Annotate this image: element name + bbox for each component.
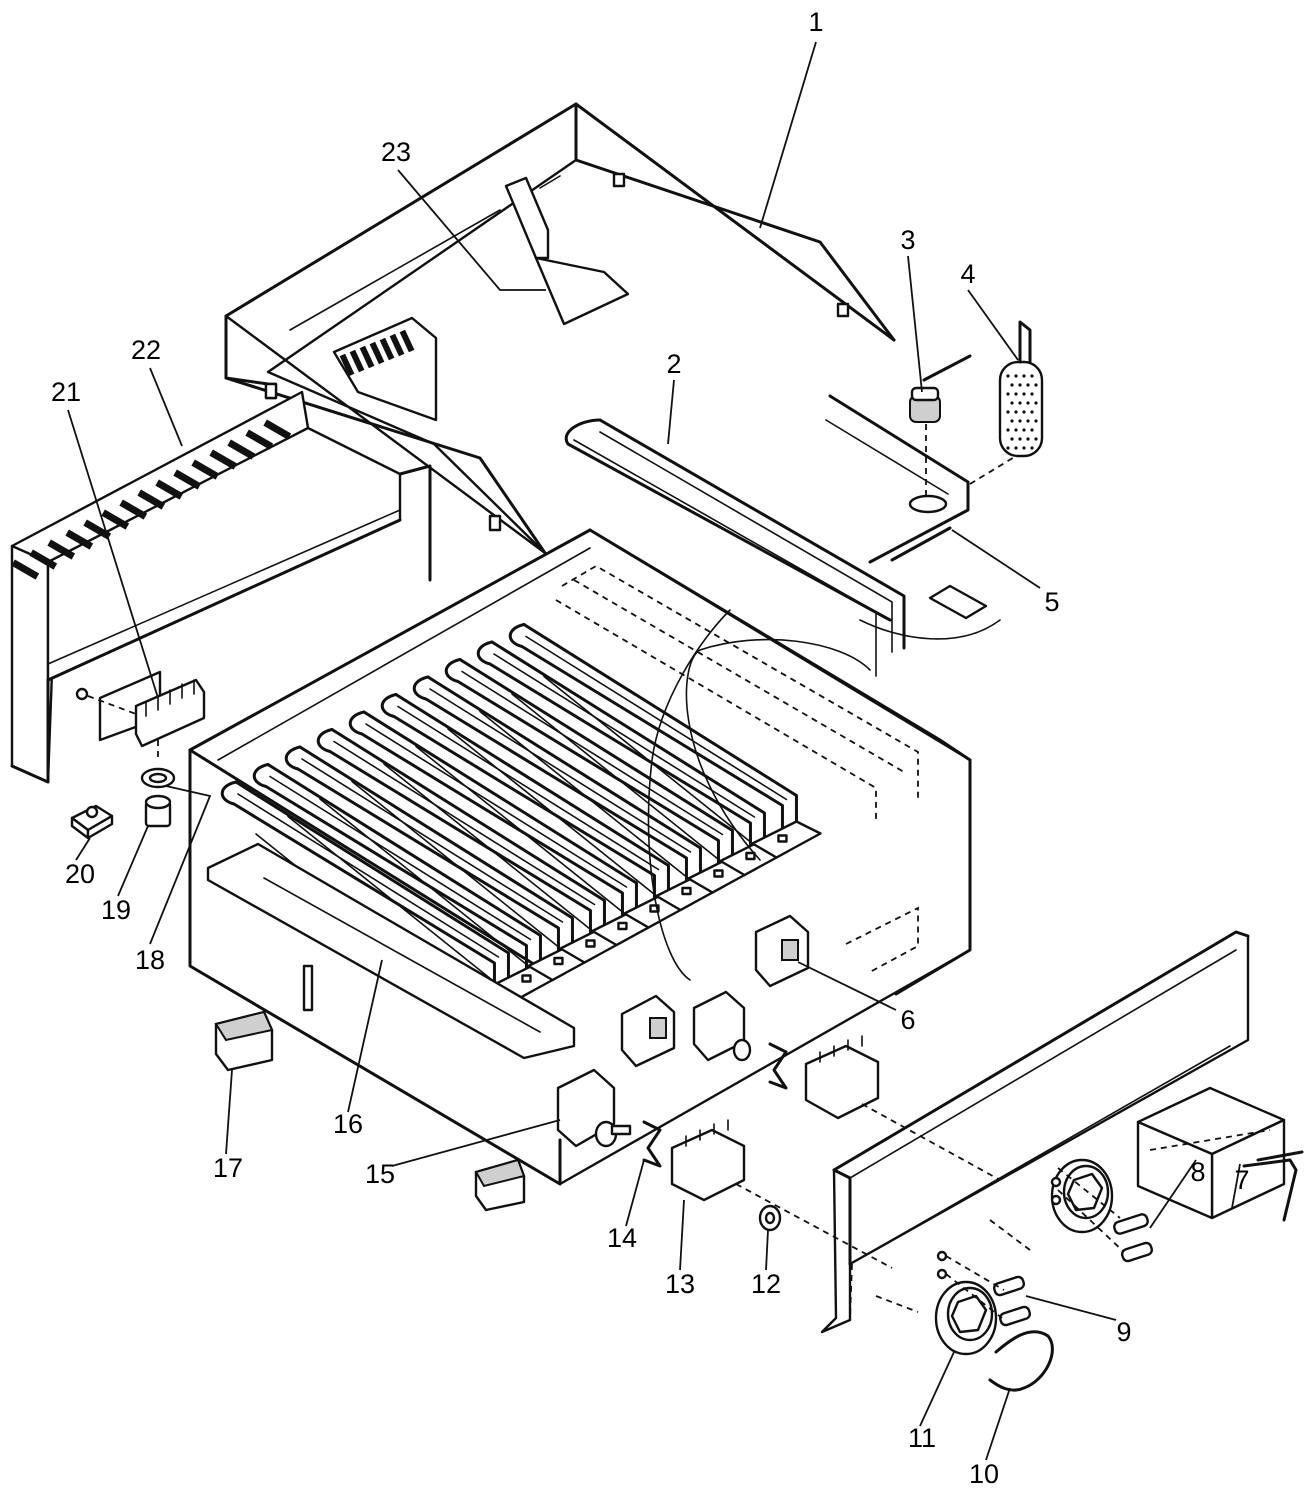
wiring-2 xyxy=(685,638,871,861)
perforation-dot xyxy=(1018,383,1022,387)
perforation-dot xyxy=(1006,446,1010,450)
callout-19: 19 xyxy=(101,895,131,925)
thermostat-front xyxy=(692,990,752,1062)
part-4-filter xyxy=(969,320,1044,485)
callout-7: 7 xyxy=(1234,1165,1249,1195)
callout-6: 6 xyxy=(900,1005,915,1035)
callout-11: 11 xyxy=(908,1423,936,1453)
callout-15: 15 xyxy=(365,1159,395,1189)
perforation-dot xyxy=(1026,401,1030,405)
perforation-dot xyxy=(1030,446,1034,450)
callout-10: 10 xyxy=(969,1459,999,1489)
callout-2: 2 xyxy=(666,349,681,379)
callout-5: 5 xyxy=(1044,587,1059,617)
callout-3: 3 xyxy=(900,225,915,255)
perforation-dot xyxy=(1014,446,1018,450)
callout-21: 21 xyxy=(51,377,81,407)
perforation-dot xyxy=(1026,419,1030,423)
callout-16: 16 xyxy=(333,1109,363,1139)
part-7-drawer xyxy=(1136,1086,1304,1222)
perforation-dot xyxy=(1030,392,1034,396)
front-control-panel xyxy=(820,930,1250,1334)
perforation-dot xyxy=(1034,401,1038,405)
perforation-dot xyxy=(1006,374,1010,378)
perforation-dot xyxy=(1006,410,1010,414)
perforation-dot xyxy=(1014,392,1018,396)
rear-heater-dashed xyxy=(555,564,919,820)
perforation-dot xyxy=(1030,410,1034,414)
perforation-dot xyxy=(1022,428,1026,432)
wiring xyxy=(647,609,731,981)
perforation-dot xyxy=(1014,374,1018,378)
callout-4: 4 xyxy=(960,259,975,289)
callout-8: 8 xyxy=(1190,1157,1205,1187)
part-8-indicator-lamp xyxy=(1113,1213,1154,1263)
wiring-3 xyxy=(859,619,1001,640)
filter-perforation xyxy=(1006,374,1038,450)
part-23-vent-flap xyxy=(504,176,630,326)
sensor-probe xyxy=(928,584,988,620)
callout-labels: 1 2 3 4 5 6 7 8 9 10 11 12 13 14 15 16 1… xyxy=(51,7,1250,1489)
part-20-switch xyxy=(70,804,114,840)
perforation-dot xyxy=(1034,419,1038,423)
callout-23: 23 xyxy=(381,137,411,167)
perforation-dot xyxy=(1026,437,1030,441)
part-2-top-element xyxy=(564,418,906,677)
part-15-regulator xyxy=(556,1068,632,1148)
callout-13: 13 xyxy=(665,1269,695,1299)
part-17-box xyxy=(214,1010,526,1212)
perforation-dot xyxy=(1014,428,1018,432)
perforation-dot xyxy=(1010,419,1014,423)
heating-element xyxy=(508,623,822,859)
part-10-ring xyxy=(988,1330,1054,1392)
callout-17: 17 xyxy=(213,1153,243,1183)
perforation-dot xyxy=(1030,374,1034,378)
part-11-knob xyxy=(934,1280,998,1356)
callout-14: 14 xyxy=(607,1223,637,1253)
perforation-dot xyxy=(1026,383,1030,387)
thermostat-mid xyxy=(620,994,676,1068)
leader-lines xyxy=(67,41,1241,1461)
part-14-clip xyxy=(642,1042,788,1168)
perforation-dot xyxy=(1018,437,1022,441)
part-22-back-panel xyxy=(10,382,432,784)
part-6-thermostat xyxy=(754,914,810,988)
perforation-dot xyxy=(1030,428,1034,432)
perforation-dot xyxy=(1010,383,1014,387)
perforation-dot xyxy=(1006,392,1010,396)
perforation-dot xyxy=(1018,419,1022,423)
perforation-dot xyxy=(1006,428,1010,432)
callout-20: 20 xyxy=(65,859,95,889)
callout-12: 12 xyxy=(751,1269,781,1299)
heating-element xyxy=(476,640,790,877)
perforation-dot xyxy=(1022,374,1026,378)
perforation-dot xyxy=(1014,410,1018,414)
inner-vent-grille xyxy=(332,316,438,422)
callout-18: 18 xyxy=(135,945,165,975)
part-13-switch xyxy=(670,1035,880,1202)
part-21-terminal-block xyxy=(75,670,206,760)
perforation-dot xyxy=(1022,446,1026,450)
callout-1: 1 xyxy=(808,7,823,37)
perforation-dot xyxy=(1034,437,1038,441)
part-5-shelf xyxy=(825,394,970,564)
part-16-tray xyxy=(206,842,576,1060)
callout-22: 22 xyxy=(131,335,161,365)
part-12-washer xyxy=(758,1204,782,1232)
perforation-dot xyxy=(1010,401,1014,405)
assembly-lines xyxy=(735,1103,1125,1319)
perforation-dot xyxy=(1022,410,1026,414)
perforation-dot xyxy=(1022,392,1026,396)
part-3-knob-handle xyxy=(909,354,972,496)
perforation-dot xyxy=(1018,401,1022,405)
back-panel-slots xyxy=(11,419,292,580)
perforation-dot xyxy=(1010,437,1014,441)
callout-9: 9 xyxy=(1116,1317,1131,1347)
perforation-dot xyxy=(1034,383,1038,387)
part-19-fitting xyxy=(140,767,176,828)
part-9-indicator-lamp xyxy=(992,1275,1032,1327)
